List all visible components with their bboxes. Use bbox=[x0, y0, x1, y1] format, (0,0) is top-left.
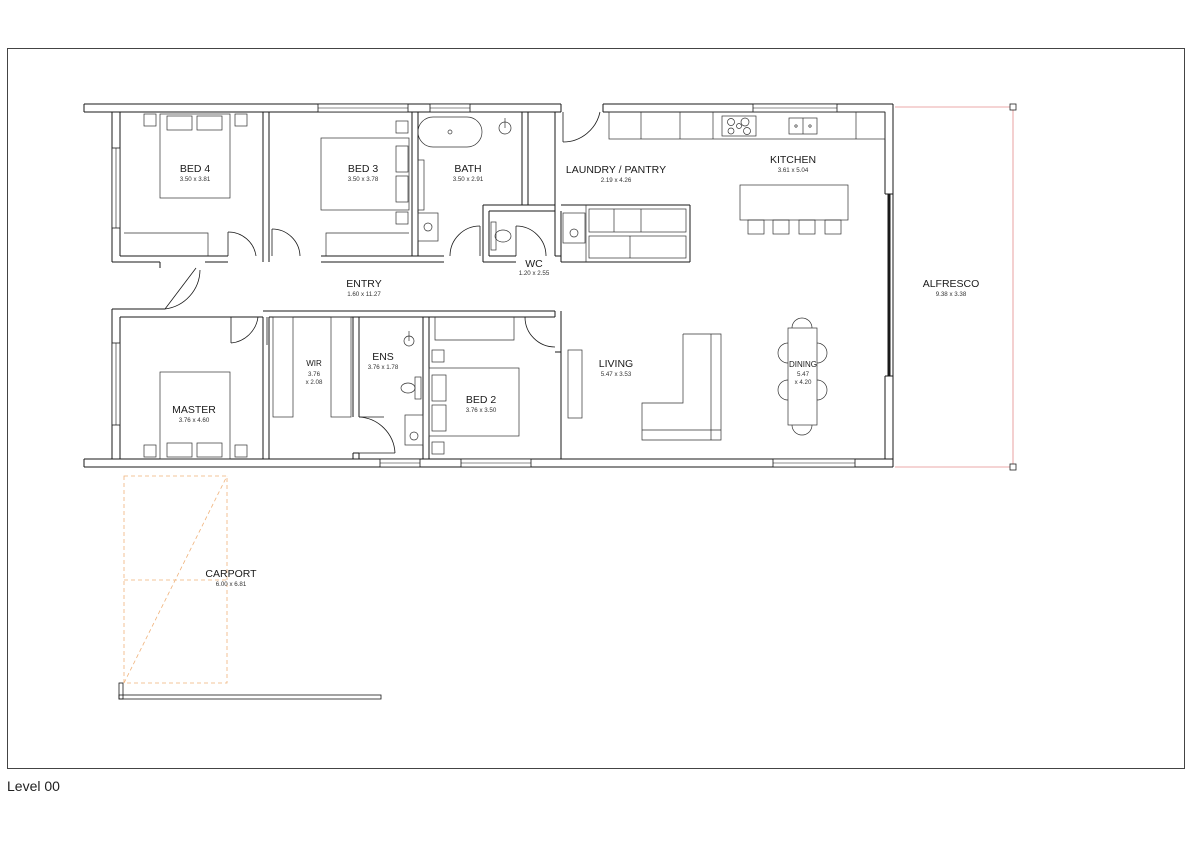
room-dims-bed2: 3.76 x 3.50 bbox=[466, 407, 497, 414]
room-dims-living: 5.47 x 3.53 bbox=[601, 371, 632, 378]
room-dims-dining-2: x 4.20 bbox=[795, 379, 812, 386]
bedside-table bbox=[234, 113, 248, 127]
bed2-furniture bbox=[428, 317, 520, 455]
carport-wall bbox=[118, 682, 382, 700]
pillow bbox=[395, 175, 409, 203]
wardrobe bbox=[124, 232, 209, 256]
bedside-table bbox=[143, 444, 157, 458]
vanity bbox=[417, 159, 425, 211]
stool bbox=[747, 219, 765, 235]
room-name-laundry: LAUNDRY / PANTRY bbox=[566, 164, 666, 176]
pillow bbox=[166, 442, 193, 458]
alfresco-sliding-door bbox=[885, 193, 893, 377]
bench bbox=[608, 111, 886, 140]
alfresco-outline bbox=[895, 106, 1014, 468]
room-name-ens: ENS bbox=[372, 351, 394, 363]
sheet-border bbox=[7, 48, 1185, 769]
dining-furniture bbox=[777, 317, 828, 436]
room-dims-alfresco: 9.38 x 3.38 bbox=[936, 291, 967, 298]
bedside-table bbox=[431, 349, 445, 363]
carport-outline bbox=[123, 475, 228, 684]
level-title: Level 00 bbox=[7, 778, 60, 794]
room-name-bath: BATH bbox=[454, 163, 481, 175]
alfresco-post bbox=[1009, 103, 1017, 111]
cooktop bbox=[721, 115, 757, 137]
toilet bbox=[400, 382, 416, 394]
cistern bbox=[414, 376, 422, 400]
wc-fixtures bbox=[490, 212, 586, 251]
pillow bbox=[166, 115, 193, 131]
bed bbox=[159, 113, 231, 199]
room-labels: BED 4 3.50 x 3.81 BED 3 3.50 x 3.78 BATH… bbox=[172, 154, 979, 588]
room-name-living: LIVING bbox=[599, 358, 633, 370]
room-dims-bath: 3.50 x 2.91 bbox=[453, 176, 484, 183]
room-dims-wc: 1.20 x 2.55 bbox=[519, 270, 550, 277]
room-name-kitchen: KITCHEN bbox=[770, 154, 816, 166]
bedside-table bbox=[234, 444, 248, 458]
basin bbox=[417, 212, 439, 242]
room-dims-bed4: 3.50 x 3.81 bbox=[180, 176, 211, 183]
room-name-bed4: BED 4 bbox=[180, 163, 211, 175]
bedside-table bbox=[143, 113, 157, 127]
basin bbox=[562, 212, 586, 244]
bed bbox=[159, 371, 231, 460]
dining-table bbox=[787, 327, 818, 426]
laundry-fixtures bbox=[585, 205, 687, 262]
room-dims-kitchen: 3.61 x 5.04 bbox=[778, 167, 809, 174]
bed4-furniture bbox=[124, 113, 248, 256]
bed3-furniture bbox=[320, 120, 410, 256]
room-name-carport: CARPORT bbox=[205, 568, 257, 580]
room-dims-wir-1: 3.76 bbox=[308, 371, 321, 378]
bedside-table bbox=[431, 441, 445, 455]
pillow bbox=[431, 404, 447, 432]
room-name-bed3: BED 3 bbox=[348, 163, 379, 175]
bedside-table bbox=[395, 211, 409, 225]
sofa bbox=[641, 333, 722, 441]
room-name-alfresco: ALFRESCO bbox=[923, 278, 980, 290]
kitchen-fixtures bbox=[608, 111, 886, 235]
room-dims-bed3: 3.50 x 3.78 bbox=[348, 176, 379, 183]
pillow bbox=[431, 374, 447, 402]
room-name-bed2: BED 2 bbox=[466, 394, 497, 406]
tv-unit bbox=[567, 349, 583, 419]
room-name-master: MASTER bbox=[172, 404, 216, 416]
room-name-entry: ENTRY bbox=[346, 278, 381, 290]
window-glass-lines bbox=[115, 107, 855, 464]
room-name-wir: WIR bbox=[306, 359, 322, 368]
bed bbox=[428, 367, 520, 437]
room-dims-master: 3.76 x 4.60 bbox=[179, 417, 210, 424]
room-dims-laundry: 2.19 x 4.26 bbox=[601, 177, 632, 184]
bathtub bbox=[417, 116, 483, 148]
bedside-table bbox=[395, 120, 409, 134]
bed bbox=[320, 137, 410, 211]
alfresco-post bbox=[1009, 463, 1017, 471]
ens-fixtures bbox=[400, 331, 424, 446]
room-dims-entry: 1.60 x 11.27 bbox=[347, 291, 381, 298]
master-furniture bbox=[143, 371, 248, 460]
stool bbox=[798, 219, 816, 235]
wir-shelving bbox=[272, 316, 352, 418]
island bbox=[739, 184, 849, 221]
room-dims-dining-1: 5.47 bbox=[797, 371, 810, 378]
pillow bbox=[196, 442, 223, 458]
cistern bbox=[490, 221, 497, 251]
living-furniture bbox=[567, 333, 722, 441]
bath-fixtures bbox=[417, 116, 512, 242]
wardrobe bbox=[434, 317, 515, 341]
pillow bbox=[196, 115, 223, 131]
basin bbox=[404, 414, 424, 446]
doors bbox=[164, 111, 601, 454]
room-dims-ens: 3.76 x 1.78 bbox=[368, 364, 399, 371]
toilet bbox=[494, 229, 512, 243]
stool bbox=[772, 219, 790, 235]
room-dims-carport: 6.00 x 6.81 bbox=[216, 581, 247, 588]
room-dims-wir-2: x 2.08 bbox=[306, 379, 323, 386]
pillow bbox=[395, 145, 409, 173]
room-name-wc: WC bbox=[525, 258, 543, 270]
room-name-dining: DINING bbox=[789, 360, 817, 369]
stool bbox=[824, 219, 842, 235]
wardrobe bbox=[325, 232, 409, 256]
